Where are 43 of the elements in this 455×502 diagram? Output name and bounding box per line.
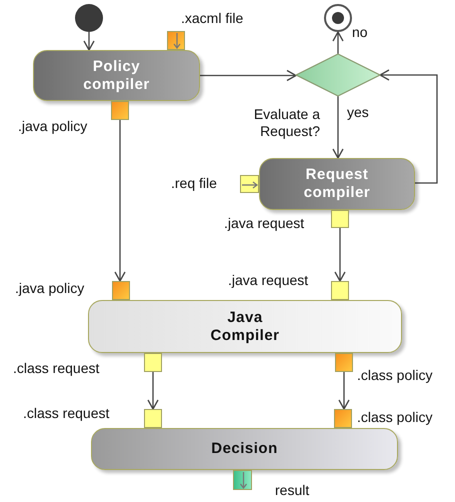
control-flow-arrow xyxy=(83,32,95,51)
control-flow-arrow xyxy=(332,31,344,54)
pin-label: result xyxy=(275,482,310,499)
action-box xyxy=(33,50,200,101)
final-node xyxy=(324,4,352,32)
pin-label: .java request xyxy=(224,215,304,232)
pin xyxy=(334,409,352,428)
control-flow-arrow xyxy=(147,372,159,410)
control-flow-arrow xyxy=(334,228,346,282)
pin-label: .java policy xyxy=(18,118,88,135)
control-flow-arrow xyxy=(200,70,297,82)
pin-label: .java policy xyxy=(15,280,84,297)
action-box xyxy=(91,428,398,470)
pin-label: .class request xyxy=(23,405,110,422)
pin xyxy=(335,353,353,372)
action-label: Java Compiler xyxy=(209,308,280,344)
action-box xyxy=(88,300,402,353)
control-flow-arrow xyxy=(338,372,350,410)
pin-label: .java request xyxy=(228,272,308,289)
pin xyxy=(112,281,130,300)
pin xyxy=(111,101,129,120)
action-label: Request compiler xyxy=(302,166,372,202)
action-label: Decision xyxy=(211,440,278,458)
pin-label: .class request xyxy=(13,360,100,377)
pin xyxy=(331,210,349,228)
control-flow-arrow xyxy=(332,96,344,159)
pin-label: .class policy xyxy=(357,367,432,384)
control-flow-arrow xyxy=(379,69,438,184)
control-flow-arrow xyxy=(114,120,126,282)
pin xyxy=(331,281,349,300)
action-box xyxy=(259,158,415,210)
decision-diamond xyxy=(296,54,380,96)
initial-node xyxy=(75,4,103,32)
pin xyxy=(233,470,252,490)
guard-label: Evaluate a Request? xyxy=(252,106,320,140)
pin-label: .req file xyxy=(171,175,217,192)
action-label: Policy compiler xyxy=(82,58,151,94)
pin-label: .class policy xyxy=(357,409,432,426)
pin xyxy=(167,31,185,50)
pin-label: .xacml file xyxy=(181,10,244,27)
pin xyxy=(144,409,162,428)
pin xyxy=(144,353,162,372)
pin xyxy=(240,175,259,193)
